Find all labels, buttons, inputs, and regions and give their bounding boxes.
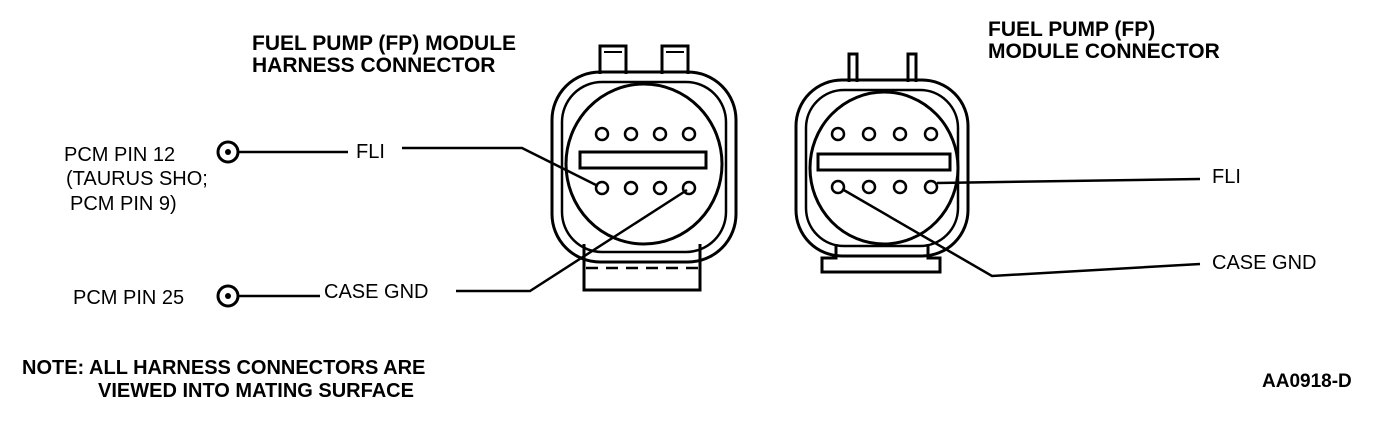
module-bottom-foot [820, 244, 942, 274]
module-pin [923, 126, 939, 142]
harness-pin [594, 180, 610, 196]
harness-bottom-latch [582, 244, 702, 292]
pcm-pin-9-label: PCM PIN 9) [70, 193, 177, 215]
harness-title-line2: HARNESS CONNECTOR [252, 54, 495, 77]
harness-pin [594, 126, 610, 142]
fli-leader-right [936, 177, 1201, 185]
fli-label-right: FLI [1212, 166, 1241, 188]
pcm-pin-12-label: PCM PIN 12 [64, 144, 175, 166]
case-gnd-label-right: CASE GND [1212, 252, 1316, 274]
pcm-pin-12-terminal [216, 140, 240, 164]
terminal-dot [225, 149, 231, 155]
module-connector [794, 52, 970, 274]
module-pin [861, 126, 877, 142]
module-title-line2: MODULE CONNECTOR [988, 40, 1220, 63]
case-gnd-leader-left [456, 188, 688, 293]
harness-locking-bar [578, 150, 708, 170]
harness-mating-face [564, 82, 724, 246]
module-pin [830, 126, 846, 142]
module-pin [923, 179, 939, 195]
case-gnd-leader-right [841, 187, 1201, 278]
fli-label-left: FLI [356, 141, 385, 163]
note-line2: VIEWED INTO MATING SURFACE [98, 380, 414, 402]
harness-pin [652, 126, 668, 142]
module-mating-face [808, 90, 960, 246]
pcm-pin-25-label: PCM PIN 25 [73, 287, 184, 309]
module-locking-bar [816, 152, 952, 172]
harness-pin [623, 126, 639, 142]
harness-pin [652, 180, 668, 196]
harness-top-tab-right [660, 44, 690, 74]
module-top-post-right [906, 52, 918, 82]
pcm-pin-25-terminal [216, 284, 240, 308]
module-outer-shell [794, 78, 970, 258]
fli-leader-left [402, 146, 599, 188]
leader-lines [238, 146, 1201, 298]
module-pin [861, 179, 877, 195]
taurus-sho-label: (TAURUS SHO; [66, 168, 208, 190]
harness-pin [681, 126, 697, 142]
harness-title-line1: FUEL PUMP (FP) MODULE [252, 32, 516, 55]
module-pin [892, 179, 908, 195]
harness-pin [623, 180, 639, 196]
module-pin [892, 126, 908, 142]
harness-pins [594, 126, 697, 196]
harness-connector [550, 44, 738, 292]
note-line1: NOTE: ALL HARNESS CONNECTORS ARE [22, 357, 425, 379]
terminal-dot [225, 293, 231, 299]
module-pins [830, 126, 939, 195]
harness-top-tab-left [598, 44, 628, 74]
module-title-line1: FUEL PUMP (FP) [988, 18, 1155, 41]
harness-outer-shell [550, 70, 738, 264]
module-pin [830, 179, 846, 195]
figure-id: AA0918-D [1262, 371, 1352, 392]
case-gnd-label-left: CASE GND [324, 281, 428, 303]
module-top-post-left [847, 52, 859, 82]
